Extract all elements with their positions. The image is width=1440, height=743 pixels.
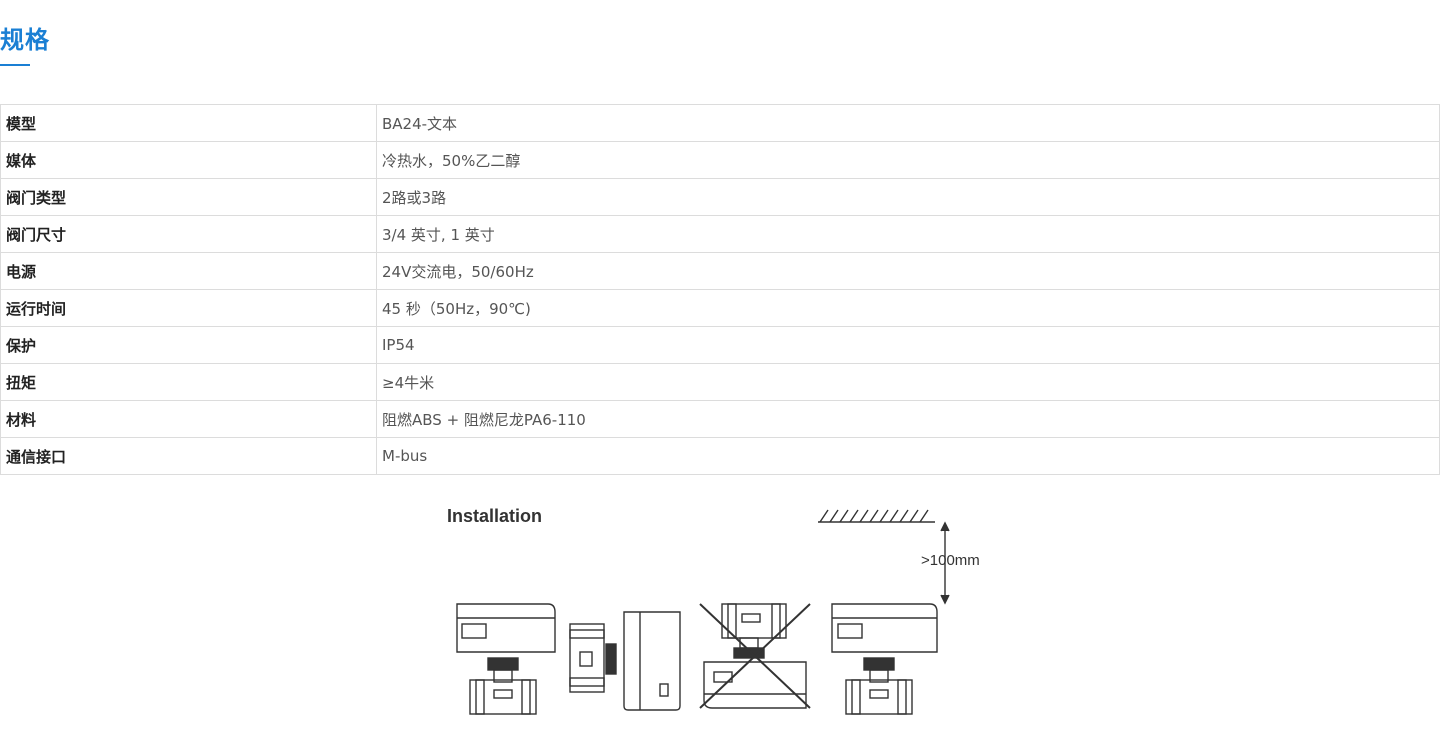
spec-label: 模型: [0, 104, 377, 142]
table-row: 阀门类型 2路或3路: [0, 178, 1440, 216]
title-underline: [0, 64, 30, 66]
spec-label: 扭矩: [0, 363, 377, 401]
table-row: 通信接口 M-bus: [0, 437, 1440, 475]
table-row: 运行时间 45 秒（50Hz，90℃): [0, 289, 1440, 327]
dimension-arrow: [940, 521, 950, 605]
table-row: 媒体 冷热水，50%乙二醇: [0, 141, 1440, 179]
clearance-label: >100mm: [921, 552, 980, 569]
installation-title: Installation: [447, 506, 543, 526]
spec-value: IP54: [376, 326, 1440, 364]
spec-value: BA24-文本: [376, 104, 1440, 142]
spec-value: 45 秒（50Hz，90℃): [376, 289, 1440, 327]
spec-table: 模型 BA24-文本 媒体 冷热水，50%乙二醇 阀门类型 2路或3路 阀门尺寸…: [0, 104, 1440, 475]
spec-value: 冷热水，50%乙二醇: [376, 141, 1440, 179]
table-row: 材料 阻燃ABS + 阻燃尼龙PA6-110: [0, 400, 1440, 438]
spec-label: 保护: [0, 326, 377, 364]
spec-value: 3/4 英寸, 1 英寸: [376, 215, 1440, 253]
spec-label: 阀门尺寸: [0, 215, 377, 253]
spec-value: 24V交流电，50/60Hz: [376, 252, 1440, 290]
actuator-upright-1: [456, 603, 556, 715]
spec-value: M-bus: [376, 437, 1440, 475]
section-title: 规格: [0, 26, 50, 54]
spec-label: 电源: [0, 252, 377, 290]
spec-label: 运行时间: [0, 289, 377, 327]
spec-value: 阻燃ABS + 阻燃尼龙PA6-110: [376, 400, 1440, 438]
table-row: 保护 IP54: [0, 326, 1440, 364]
spec-value: ≥4牛米: [376, 363, 1440, 401]
actuator-sideways: [569, 611, 681, 711]
table-row: 扭矩 ≥4牛米: [0, 363, 1440, 401]
installation-diagram: [456, 509, 950, 715]
table-row: 模型 BA24-文本: [0, 104, 1440, 142]
ceiling-hatch: [818, 509, 935, 523]
spec-label: 阀门类型: [0, 178, 377, 216]
spec-label: 媒体: [0, 141, 377, 179]
actuator-inverted-crossed: [699, 603, 811, 709]
table-row: 电源 24V交流电，50/60Hz: [0, 252, 1440, 290]
spec-value: 2路或3路: [376, 178, 1440, 216]
actuator-upright-2: [831, 603, 938, 715]
table-row: 阀门尺寸 3/4 英寸, 1 英寸: [0, 215, 1440, 253]
spec-label: 材料: [0, 400, 377, 438]
spec-label: 通信接口: [0, 437, 377, 475]
